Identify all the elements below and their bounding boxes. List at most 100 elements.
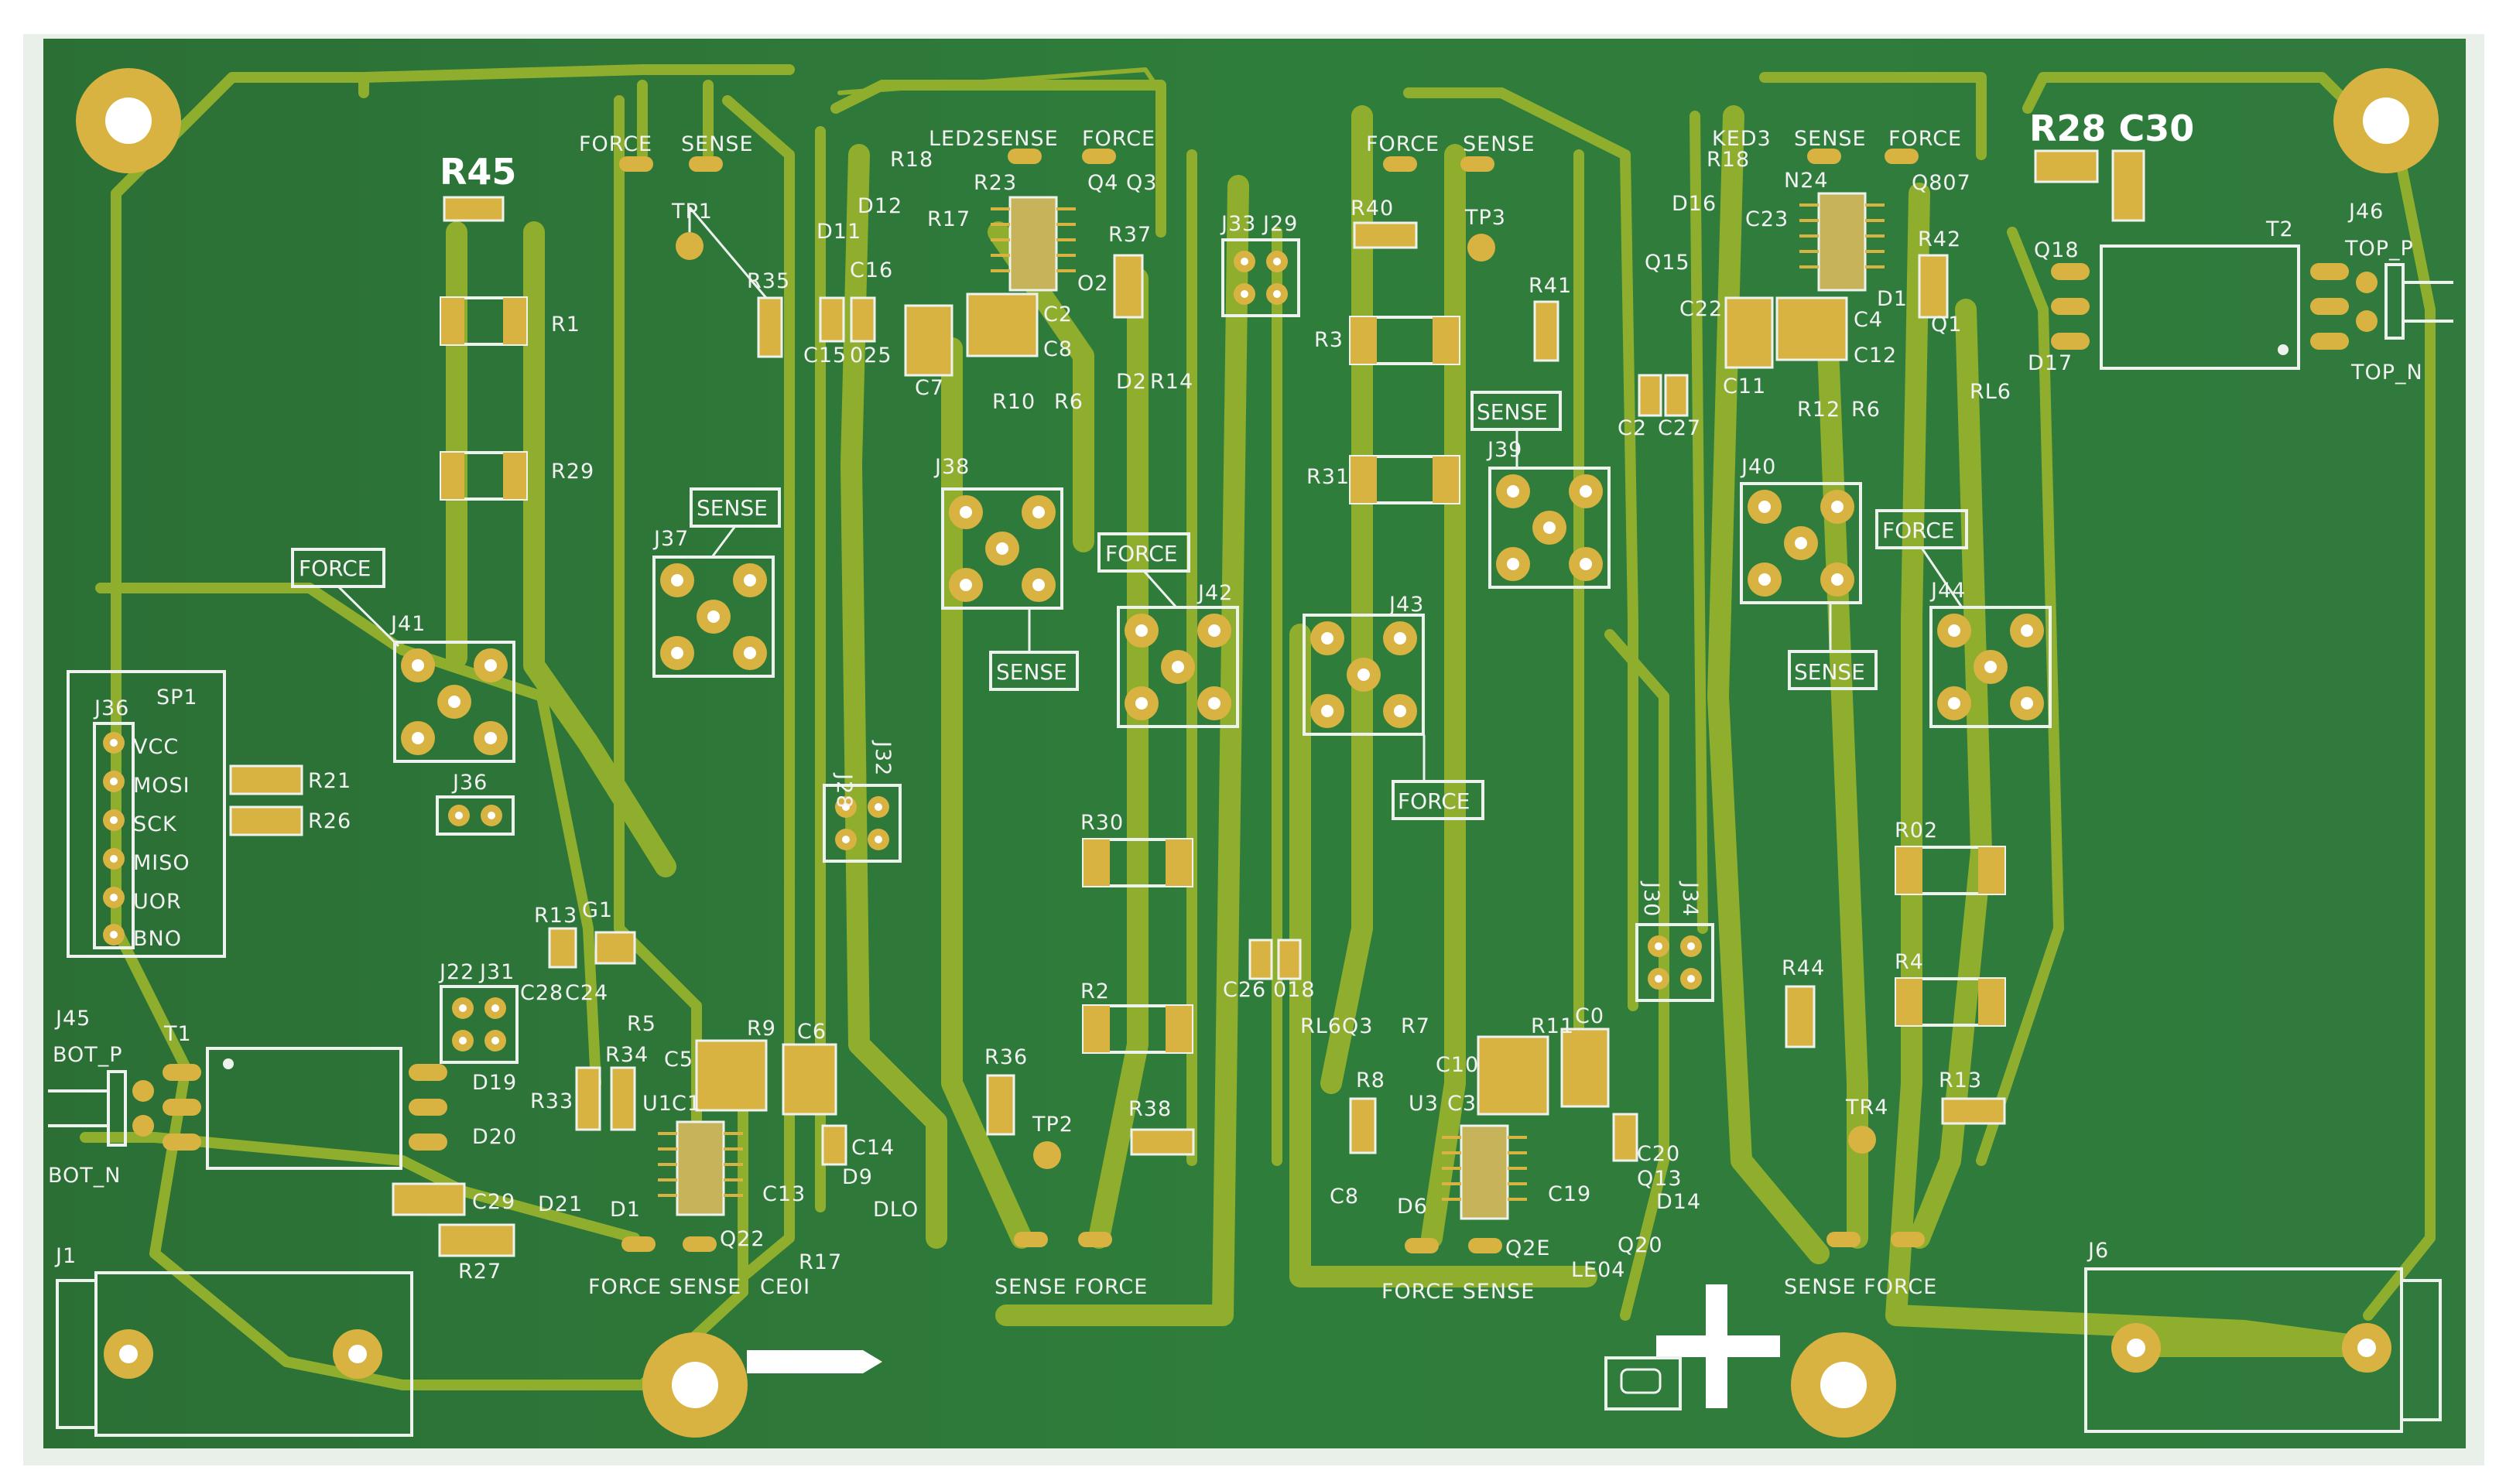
quad-connectors: [393, 467, 2052, 763]
label-c16: C16: [850, 258, 893, 282]
label-r34: R34: [605, 1043, 649, 1067]
connector-j1: [56, 1271, 413, 1437]
label-j36: J36: [93, 696, 129, 720]
label-c19: C19: [1548, 1182, 1591, 1206]
label-force-rtop: FORCE: [1888, 127, 1962, 151]
pin-label: MISO: [133, 851, 190, 875]
label-d6: D6: [1397, 1195, 1428, 1219]
test-points: [676, 232, 1876, 1169]
connector-j46: [2356, 263, 2453, 340]
label-d9: D9: [842, 1165, 873, 1189]
small-headers: [436, 238, 1714, 1064]
label-j40: J40: [1740, 455, 1776, 479]
label-r28c30: R28 C30: [2029, 108, 2194, 149]
label-c10: C10: [1436, 1053, 1479, 1077]
label-r31: R31: [1306, 465, 1350, 489]
label-r45: R45: [440, 151, 516, 193]
label-r11: R11: [1531, 1014, 1574, 1038]
sp1-header-block: [67, 670, 226, 958]
power-resistors: [440, 296, 2006, 1054]
label-top-n: TOP_N: [2350, 361, 2423, 385]
label-c29: C29: [472, 1190, 515, 1214]
label-u3: U3: [1409, 1092, 1439, 1116]
label-c5: C5: [664, 1048, 693, 1072]
logo-badge-icon: [1604, 1356, 1682, 1410]
label-j37: J37: [652, 527, 689, 551]
label-force-mtop: FORCE: [1082, 127, 1155, 151]
label-q3: Q3: [1126, 171, 1157, 195]
plus-marker-icon: [1656, 1284, 1780, 1408]
label-r17: R17: [927, 207, 971, 231]
label-r36: R36: [984, 1045, 1028, 1069]
label-q15: Q15: [1645, 251, 1690, 275]
label-top-p: TOP_P: [2344, 237, 2414, 261]
label-r6r: R6: [1851, 398, 1881, 422]
label-j28: J28: [832, 772, 856, 809]
label-rl6q3: RL6Q3: [1300, 1014, 1373, 1038]
label-j42: J42: [1197, 581, 1233, 605]
label-c23: C23: [1745, 207, 1789, 231]
label-025: 025: [850, 344, 892, 368]
label-c1: C1: [672, 1092, 701, 1116]
label-o2: O2: [1077, 272, 1108, 296]
label-r18r: R18: [1707, 148, 1750, 172]
label-d17: D17: [2028, 351, 2073, 375]
label-sense-box4: SENSE: [1794, 659, 1865, 685]
label-j1: J1: [54, 1244, 77, 1268]
label-t1: T1: [163, 1022, 192, 1046]
label-r12: R12: [1797, 398, 1840, 422]
label-c26: C26: [1223, 978, 1266, 1002]
label-r33: R33: [530, 1089, 573, 1113]
label-c14: C14: [851, 1136, 895, 1160]
label-018: 018: [1273, 978, 1316, 1002]
connector-j41: [393, 641, 515, 763]
label-r44: R44: [1782, 956, 1825, 980]
header-j22-j31: [440, 985, 519, 1064]
arrow-marker-icon: [747, 1350, 882, 1373]
connector-j45: [48, 1070, 154, 1147]
label-d11: D11: [817, 220, 861, 244]
label-d1r: D1: [1877, 287, 1908, 311]
label-sense-rtop: SENSE: [1794, 127, 1867, 151]
label-d12: D12: [858, 194, 902, 218]
label-j31: J31: [478, 960, 515, 984]
label-r23: R23: [974, 171, 1017, 195]
connector-j42: [1117, 606, 1239, 728]
label-r7: R7: [1401, 1014, 1430, 1038]
label-r38: R38: [1128, 1097, 1172, 1121]
label-sense-box3: SENSE: [1477, 399, 1548, 425]
label-r14: R14: [1150, 370, 1193, 394]
label-r35: R35: [747, 269, 790, 293]
label-r02: R02: [1895, 819, 1938, 843]
label-c27: C27: [1658, 416, 1701, 440]
label-c15: C15: [803, 344, 847, 368]
label-r40: R40: [1351, 197, 1394, 221]
mounting-holes: [76, 68, 2439, 1438]
header-j30-j34: [1635, 923, 1714, 1002]
header-j36-small: [436, 795, 515, 836]
label-r5: R5: [627, 1012, 656, 1036]
label-j43: J43: [1388, 593, 1424, 617]
label-force-sense-bl: FORCE SENSE: [588, 1275, 741, 1299]
leader-lines: [337, 207, 1963, 781]
transformer-t2: [2051, 244, 2349, 370]
connector-j43: [1303, 614, 1425, 736]
label-r9: R9: [747, 1017, 776, 1041]
label-c28: C28: [520, 981, 563, 1005]
label-j44: J44: [1929, 579, 1966, 603]
label-r4: R4: [1895, 950, 1924, 974]
label-d21: D21: [538, 1192, 583, 1216]
label-q20: Q20: [1618, 1233, 1663, 1257]
label-c24: C24: [565, 981, 608, 1005]
label-r41: R41: [1529, 274, 1572, 298]
label-j41: J41: [389, 612, 426, 636]
label-c3: C3: [1447, 1092, 1477, 1116]
label-r37: R37: [1108, 223, 1152, 247]
label-c22: C22: [1679, 297, 1723, 321]
label-c7: C7: [915, 376, 944, 400]
label-sense-box: SENSE: [697, 495, 768, 521]
label-q22: Q22: [720, 1227, 765, 1251]
label-j6: J6: [2087, 1239, 2109, 1263]
label-r26: R26: [308, 809, 351, 833]
label-c2r: C2: [1618, 416, 1647, 440]
